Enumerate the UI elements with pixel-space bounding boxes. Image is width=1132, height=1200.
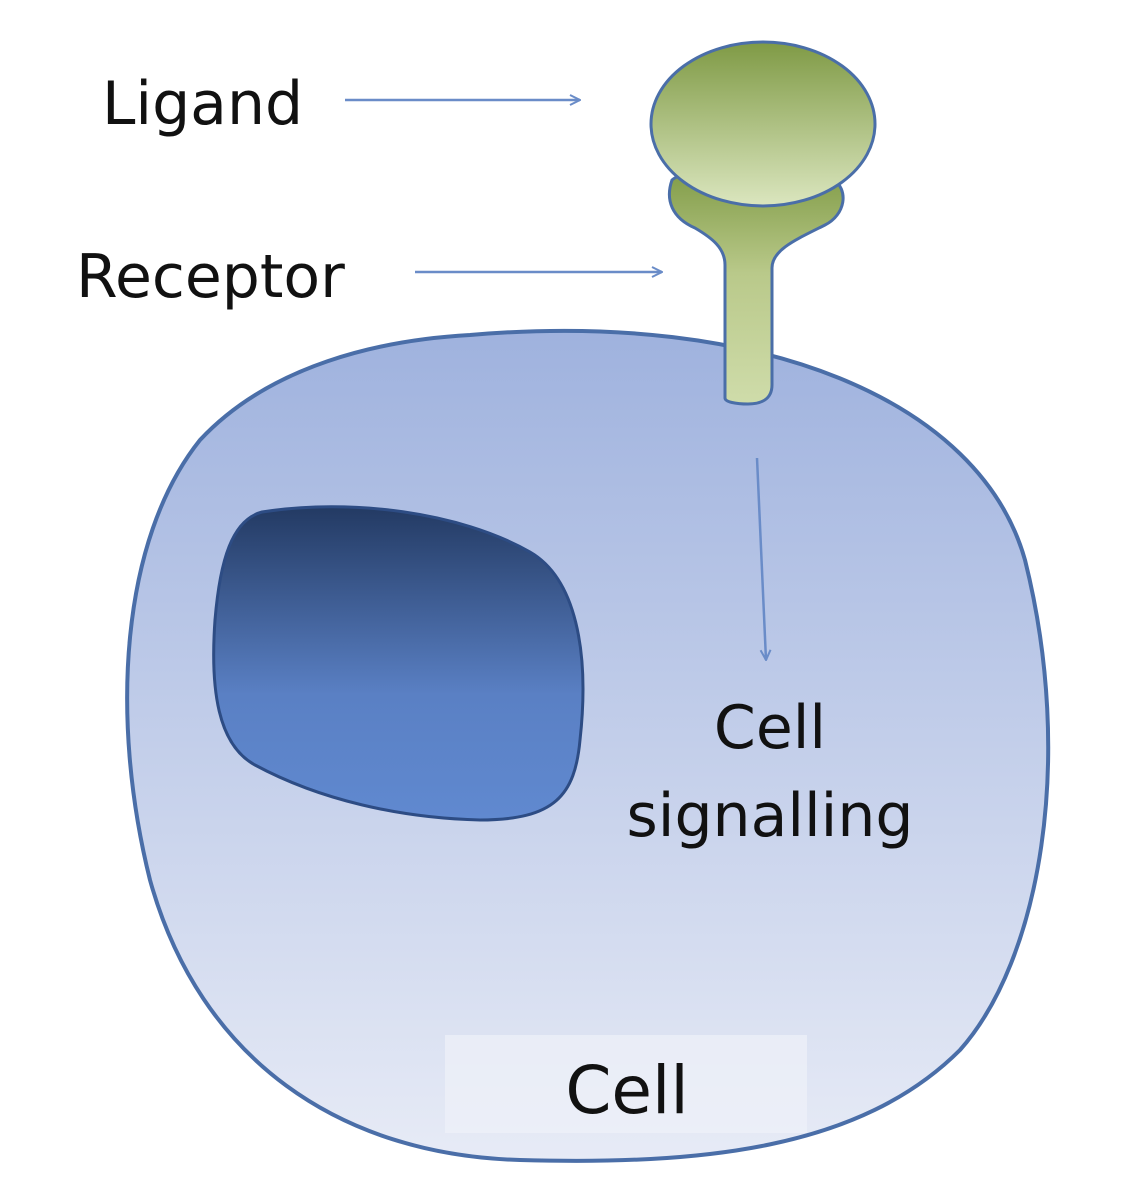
ligand-label: Ligand: [102, 69, 303, 139]
receptor-label: Receptor: [76, 242, 345, 312]
signalling-arrow: [755, 457, 766, 660]
nucleus: [212, 505, 585, 822]
receptor-shape: [667, 164, 845, 406]
cell-label-box: [445, 1035, 807, 1133]
signalling-label-line1: Cell: [714, 693, 826, 763]
ligand-shape: [649, 40, 877, 208]
signalling-label-line2: signalling: [627, 781, 914, 851]
cell-label: Cell: [565, 1052, 688, 1129]
